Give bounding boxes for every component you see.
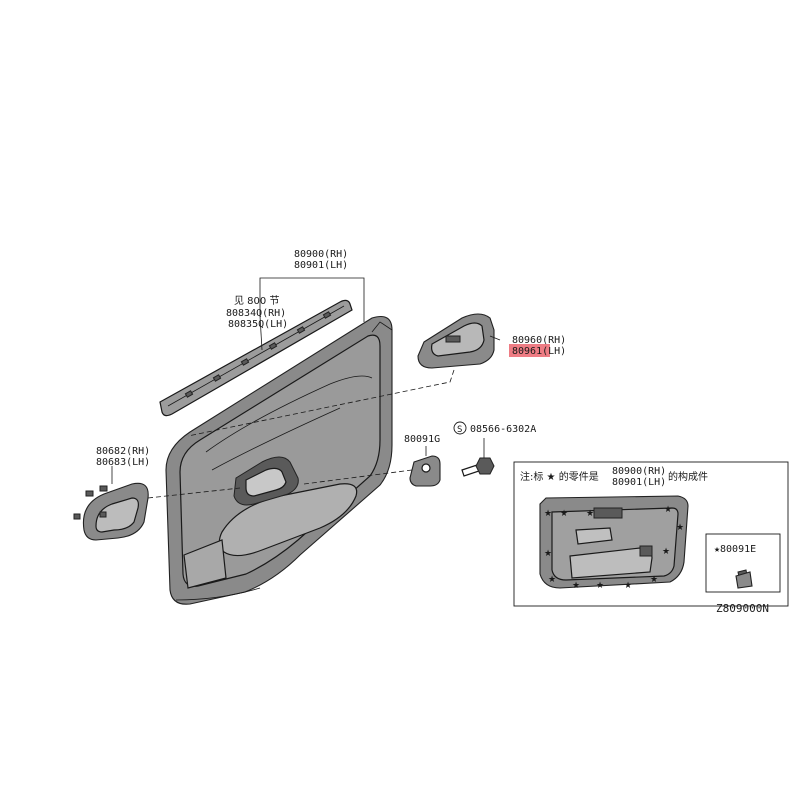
highlight-switch-lh <box>509 344 550 357</box>
svg-text:★: ★ <box>548 575 556 585</box>
label-trim-rh: 80900(RH) <box>294 249 348 260</box>
svg-text:★: ★ <box>624 581 632 591</box>
svg-text:★: ★ <box>586 509 594 519</box>
label-note-lh: 80901(LH) <box>612 477 666 488</box>
label-star-clip: ★80091E <box>714 544 756 555</box>
svg-text:★: ★ <box>544 549 552 559</box>
svg-text:★: ★ <box>650 575 658 585</box>
screw <box>461 457 495 477</box>
label-molding-lh: 80835Q(LH) <box>228 319 288 330</box>
label-molding-rh: 80834Q(RH) <box>226 308 286 319</box>
svg-text:★: ★ <box>596 581 604 591</box>
svg-text:★: ★ <box>664 505 672 515</box>
svg-text:★: ★ <box>560 509 568 519</box>
power-window-switch <box>417 313 495 369</box>
inset-note-box: ★ ★ ★ ★ ★ ★ ★ ★ ★ ★ ★ ★ <box>513 461 789 607</box>
star-clip-icon <box>735 569 753 589</box>
label-screw-part: 08566-6302A <box>470 424 536 435</box>
label-see-section: 见 800 节 <box>234 295 279 307</box>
label-note-prefix: 注:标 ★ 的零件是 <box>520 470 599 483</box>
door-trim-panel <box>165 315 393 605</box>
belt-molding-strip <box>159 299 353 417</box>
label-screw-symbol: S <box>457 425 462 435</box>
svg-text:★: ★ <box>676 523 684 533</box>
svg-text:★: ★ <box>572 581 580 591</box>
trim-clip <box>409 455 441 487</box>
svg-text:★: ★ <box>544 509 552 519</box>
screw-symbol-circle <box>453 421 467 435</box>
label-trim-lh: 80901(LH) <box>294 260 348 271</box>
label-clip-part: 80091G <box>404 434 440 445</box>
label-switch-rh: 80960(RH) <box>512 335 566 346</box>
star-markers: ★ ★ ★ ★ ★ ★ ★ ★ ★ ★ ★ ★ <box>544 505 684 591</box>
leader-lines <box>111 277 501 499</box>
svg-text:★: ★ <box>662 547 670 557</box>
part-labels: 80900(RH) 80901(LH) 见 800 节 80834Q(RH) 8… <box>96 249 769 615</box>
door-pull-handle <box>73 482 149 541</box>
label-handle-lh: 80683(LH) <box>96 457 150 468</box>
label-handle-rh: 80682(RH) <box>96 446 150 457</box>
label-note-suffix: 的构成件 <box>668 470 708 483</box>
label-note-rh: 80900(RH) <box>612 466 666 477</box>
label-switch-lh: 80961(LH) <box>512 346 566 357</box>
label-diagram-code: Z809000N <box>716 602 769 615</box>
